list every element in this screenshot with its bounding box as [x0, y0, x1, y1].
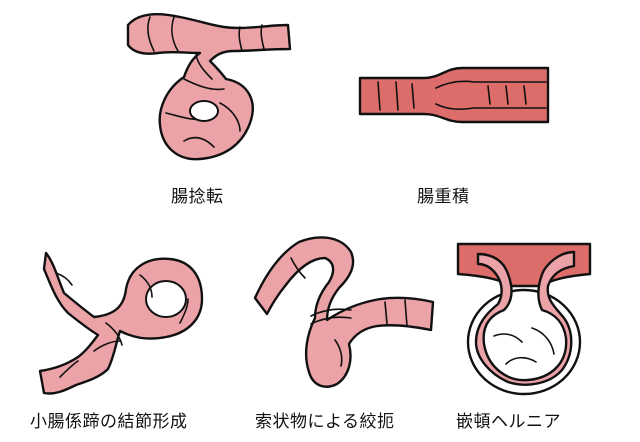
panel-volvulus: 腸捻転 [100, 5, 300, 207]
panel-knot-formation: 小腸係蹄の結節形成 [20, 245, 230, 435]
caption-intussusception: 腸重積 [417, 187, 470, 207]
intussusception-illustration [358, 66, 550, 124]
caption-band-strangulation: 索状物による絞扼 [255, 412, 395, 432]
caption-incarcerated-hernia: 嵌頓ヘルニア [456, 412, 561, 432]
panel-incarcerated-hernia: 嵌頓ヘルニア [448, 238, 598, 435]
caption-knot-formation: 小腸係蹄の結節形成 [30, 412, 188, 432]
caption-volvulus: 腸捻転 [171, 187, 224, 207]
panel-band-strangulation: 索状物による絞扼 [245, 230, 445, 435]
volvulus-illustration [126, 12, 292, 161]
band-strangulation-illustration [253, 236, 435, 388]
incarcerated-hernia-illustration [456, 242, 592, 396]
panel-intussusception: 腸重積 [350, 60, 560, 210]
knot-formation-illustration [38, 251, 204, 395]
